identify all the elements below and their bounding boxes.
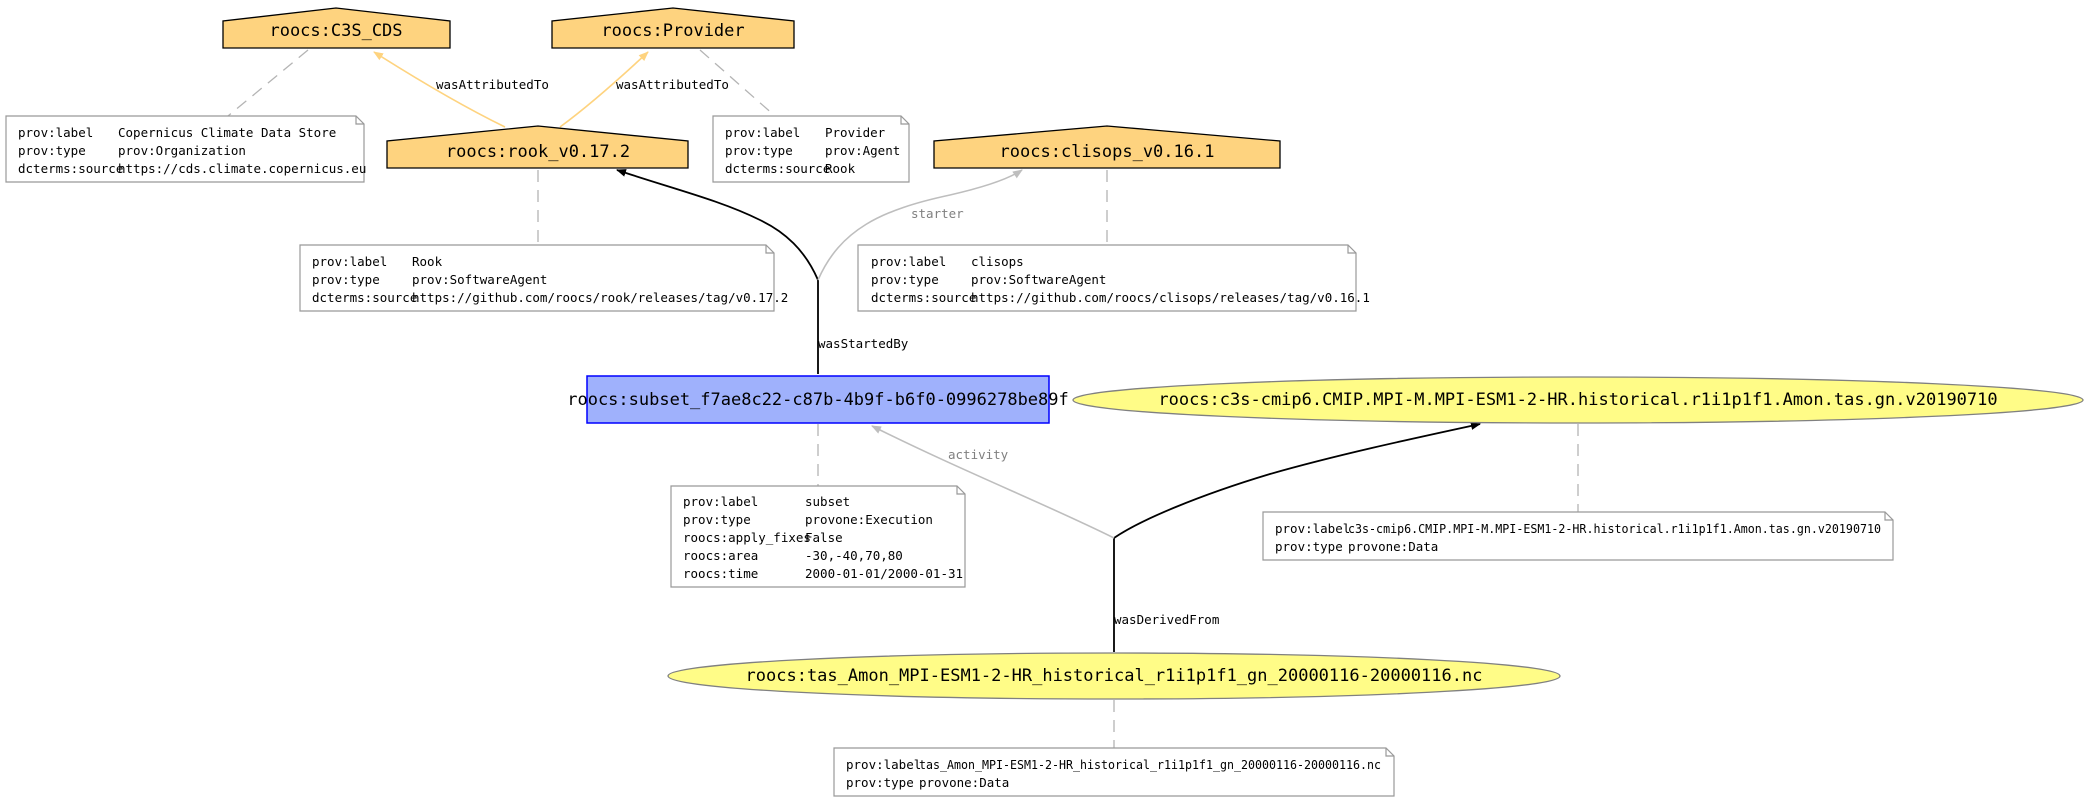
- note-dataset: prov:label c3s-cmip6.CMIP.MPI-M.MPI-ESM1…: [1262, 511, 1894, 561]
- note-key: prov:label: [846, 757, 921, 772]
- edge-label-was-started-by: wasStartedBy: [818, 336, 909, 351]
- note-value: https://github.com/roocs/clisops/release…: [971, 290, 1370, 305]
- attribution-edge-c3s: [373, 51, 506, 128]
- agent-c3s-cds[interactable]: roocs:C3S_CDS: [222, 7, 451, 49]
- edge-label-starter: starter: [911, 206, 964, 221]
- note-key: prov:type: [725, 143, 793, 158]
- was-derived-from-edge: [1113, 421, 1481, 652]
- note-key: prov:label: [871, 254, 946, 269]
- note-key: prov:label: [725, 125, 800, 140]
- note-rook: prov:label Rook prov:type prov:SoftwareA…: [299, 244, 788, 312]
- agent-label: roocs:C3S_CDS: [269, 21, 402, 41]
- note-key: prov:type: [846, 775, 914, 790]
- note-key: dcterms:source: [725, 161, 830, 176]
- c3s-cds-note-link: [227, 49, 309, 117]
- activity-label: roocs:subset_f7ae8c22-c87b-4b9f-b6f0-099…: [567, 390, 1069, 410]
- note-file: prov:label tas_Amon_MPI-ESM1-2-HR_histor…: [833, 747, 1395, 797]
- note-value: 2000-01-01/2000-01-31: [805, 566, 963, 581]
- entity-label: roocs:tas_Amon_MPI-ESM1-2-HR_historical_…: [746, 666, 1483, 686]
- note-key: prov:type: [1275, 539, 1343, 554]
- note-value: Rook: [825, 161, 856, 176]
- note-key: dcterms:source: [312, 290, 417, 305]
- edge-label-activity: activity: [948, 447, 1009, 462]
- note-key: prov:type: [18, 143, 86, 158]
- note-key: prov:label: [18, 125, 93, 140]
- note-key: prov:type: [871, 272, 939, 287]
- note-subset: prov:label subset prov:type provone:Exec…: [670, 485, 966, 588]
- annotation-links: [227, 49, 1579, 748]
- agent-label: roocs:rook_v0.17.2: [446, 142, 630, 162]
- note-value: prov:SoftwareAgent: [412, 272, 547, 287]
- note-key: prov:label: [1275, 521, 1350, 536]
- edge-label-was-derived-from: wasDerivedFrom: [1114, 612, 1219, 627]
- agent-provider[interactable]: roocs:Provider: [551, 7, 795, 49]
- note-value: https://github.com/roocs/rook/releases/t…: [412, 290, 788, 305]
- note-key: dcterms:source: [871, 290, 976, 305]
- agent-clisops[interactable]: roocs:clisops_v0.16.1: [933, 125, 1281, 169]
- note-value: Provider: [825, 125, 886, 140]
- note-value: prov:SoftwareAgent: [971, 272, 1106, 287]
- starter-edge: [817, 169, 1023, 281]
- note-value: Copernicus Climate Data Store: [118, 125, 336, 140]
- provider-note-link: [699, 49, 776, 117]
- note-value: provone:Execution: [805, 512, 933, 527]
- note-clisops: prov:label clisops prov:type prov:Softwa…: [857, 244, 1370, 312]
- entity-file[interactable]: roocs:tas_Amon_MPI-ESM1-2-HR_historical_…: [667, 652, 1561, 700]
- note-value: prov:Agent: [825, 143, 900, 158]
- note-value: https://cds.climate.copernicus.eu: [118, 161, 366, 176]
- edge-label-attributed-c3s: wasAttributedTo: [436, 77, 549, 92]
- agent-rook[interactable]: roocs:rook_v0.17.2: [386, 125, 689, 169]
- note-value: c3s-cmip6.CMIP.MPI-M.MPI-ESM1-2-HR.histo…: [1348, 521, 1881, 536]
- note-value: subset: [805, 494, 850, 509]
- activity-subset[interactable]: roocs:subset_f7ae8c22-c87b-4b9f-b6f0-099…: [567, 375, 1069, 424]
- note-provider: prov:label Provider prov:type prov:Agent…: [712, 115, 910, 183]
- agent-label: roocs:clisops_v0.16.1: [1000, 142, 1215, 162]
- note-value: provone:Data: [1348, 539, 1438, 554]
- note-key: roocs:time: [683, 566, 758, 581]
- note-key: roocs:area: [683, 548, 758, 563]
- attribution-edge-provider: [559, 51, 649, 128]
- note-value: Rook: [412, 254, 443, 269]
- note-key: prov:label: [683, 494, 758, 509]
- note-key: prov:type: [683, 512, 751, 527]
- entity-dataset[interactable]: roocs:c3s-cmip6.CMIP.MPI-M.MPI-ESM1-2-HR…: [1072, 376, 2084, 424]
- agent-label: roocs:Provider: [601, 21, 744, 41]
- note-value: False: [805, 530, 843, 545]
- note-key: prov:label: [312, 254, 387, 269]
- entity-label: roocs:c3s-cmip6.CMIP.MPI-M.MPI-ESM1-2-HR…: [1158, 390, 1997, 410]
- note-key: prov:type: [312, 272, 380, 287]
- edges: wasAttributedTo wasAttributedTo starter …: [373, 51, 1481, 652]
- note-value: -30,-40,70,80: [805, 548, 903, 563]
- was-started-by-edge: [616, 169, 819, 374]
- note-c3s-cds: prov:label Copernicus Climate Data Store…: [5, 115, 366, 183]
- note-key: roocs:apply_fixes: [683, 530, 811, 545]
- note-key: dcterms:source: [18, 161, 123, 176]
- note-value: clisops: [971, 254, 1024, 269]
- edge-label-attributed-provider: wasAttributedTo: [616, 77, 729, 92]
- note-value: prov:Organization: [118, 143, 246, 158]
- note-value: tas_Amon_MPI-ESM1-2-HR_historical_r1i1p1…: [919, 757, 1381, 772]
- note-value: provone:Data: [919, 775, 1009, 790]
- activity-edge: [871, 425, 1115, 539]
